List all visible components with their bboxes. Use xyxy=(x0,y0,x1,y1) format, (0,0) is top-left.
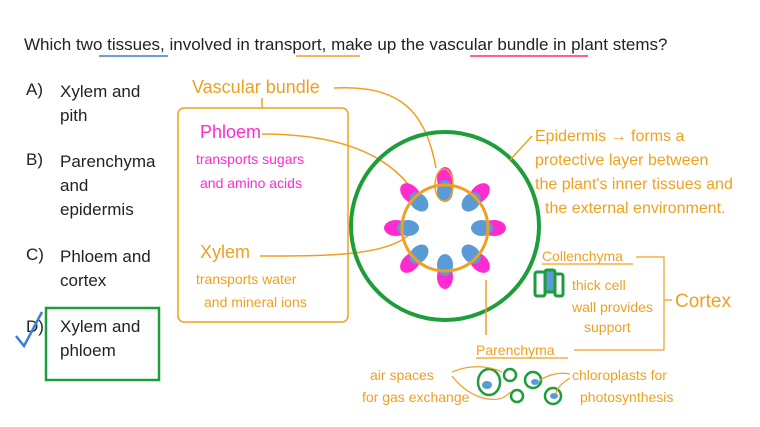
option-text: cortex xyxy=(60,271,107,290)
phloem-title: Phloem xyxy=(200,122,261,142)
cambium-ring xyxy=(400,183,490,273)
collenchyma-cells-icon xyxy=(533,268,565,298)
option-letter: C) xyxy=(26,245,44,264)
xylem-desc: and mineral ions xyxy=(204,294,307,310)
option-text: and xyxy=(60,176,88,195)
parenchyma-title: Parenchyma xyxy=(476,342,555,358)
option-a[interactable]: A) Xylem and pith xyxy=(26,80,140,125)
option-d[interactable]: D) Xylem and phloem xyxy=(15,306,161,382)
phloem-desc: transports sugars xyxy=(196,151,304,167)
xylem-patch xyxy=(397,220,419,236)
xylem-patch xyxy=(471,220,493,236)
xylem-arrow xyxy=(259,231,413,257)
chloroplasts-text: chloroplasts for xyxy=(572,367,667,383)
chloroplasts-arrows xyxy=(539,372,571,395)
vascular-bundle-arrow xyxy=(333,87,437,169)
epidermis-text: Epidermis → forms a xyxy=(535,128,684,145)
air-spaces-text: air spaces xyxy=(370,367,434,383)
correct-answer-box xyxy=(44,306,161,382)
option-text: Parenchyma xyxy=(60,152,156,171)
option-text: epidermis xyxy=(60,200,134,219)
epidermis-text: the external environment. xyxy=(545,200,726,217)
option-text: Phloem and xyxy=(60,247,151,266)
phloem-arrow xyxy=(261,133,409,185)
air-spaces-arrows xyxy=(451,366,511,401)
option-text: pith xyxy=(60,106,87,125)
xylem-patch xyxy=(437,254,453,276)
cortex-label: Cortex xyxy=(675,291,731,312)
option-text: phloem xyxy=(60,341,116,360)
highlighted-bundle xyxy=(434,168,454,202)
question-text: Which two tissues, involved in transport… xyxy=(24,35,668,54)
phloem-desc: and amino acids xyxy=(200,175,302,191)
xylem-desc: transports water xyxy=(196,271,297,287)
collenchyma-desc: thick cell xyxy=(572,277,626,293)
air-spaces-text: for gas exchange xyxy=(362,389,470,405)
cortex-bracket xyxy=(574,256,672,351)
vascular-bundle-label: Vascular bundle xyxy=(192,77,320,97)
tissue-info-box xyxy=(177,107,349,323)
option-text: Xylem and xyxy=(60,317,140,336)
xylem-title: Xylem xyxy=(200,242,250,262)
epidermis-ring xyxy=(349,130,541,322)
chloroplasts-text: photosynthesis xyxy=(580,389,673,405)
option-b[interactable]: B) Parenchyma and epidermis xyxy=(26,150,156,219)
epidermis-text: protective layer between xyxy=(535,152,708,169)
collenchyma-desc: wall provides xyxy=(571,299,653,315)
option-letter: A) xyxy=(26,80,43,99)
option-text: Xylem and xyxy=(60,82,140,101)
collenchyma-title: Collenchyma xyxy=(542,248,623,264)
parenchyma-cells-icon xyxy=(476,367,563,406)
epidermis-text: the plant's inner tissues and xyxy=(535,176,733,193)
option-letter: B) xyxy=(26,150,43,169)
epidermis-pointer xyxy=(509,135,533,161)
checkmark-icon xyxy=(15,311,44,349)
collenchyma-desc: support xyxy=(584,319,631,335)
option-c[interactable]: C) Phloem and cortex xyxy=(26,245,151,290)
